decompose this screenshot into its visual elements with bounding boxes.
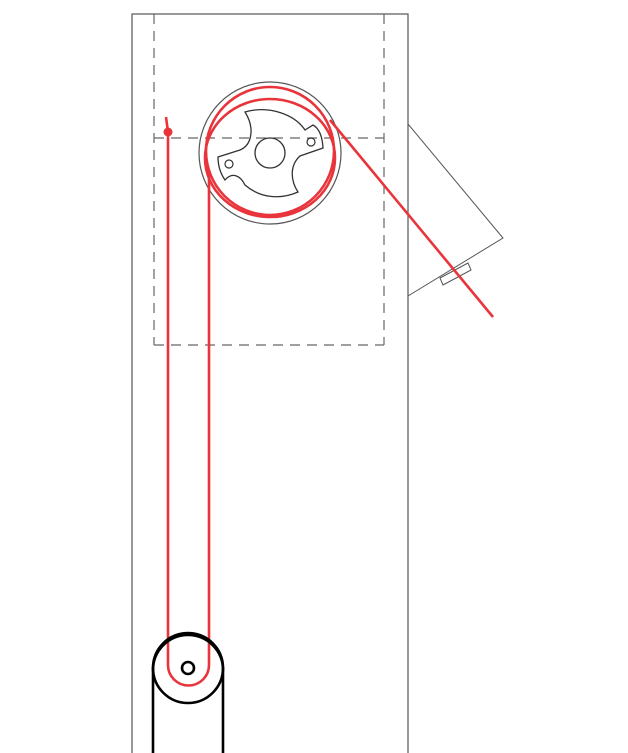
cam-pin-hole: [306, 137, 316, 147]
upper-pulley: [198, 81, 342, 225]
belt-anchor-dot: [163, 127, 173, 137]
belt-loop: [164, 85, 495, 687]
tilted-bracket: [407, 123, 504, 297]
cam-pin-hole: [224, 159, 234, 169]
cam-hub-hole: [254, 137, 286, 169]
guide-region: [153, 14, 385, 346]
cam: [217, 109, 324, 198]
lower-pulley: [151, 631, 225, 753]
housing-outline: [131, 13, 409, 753]
